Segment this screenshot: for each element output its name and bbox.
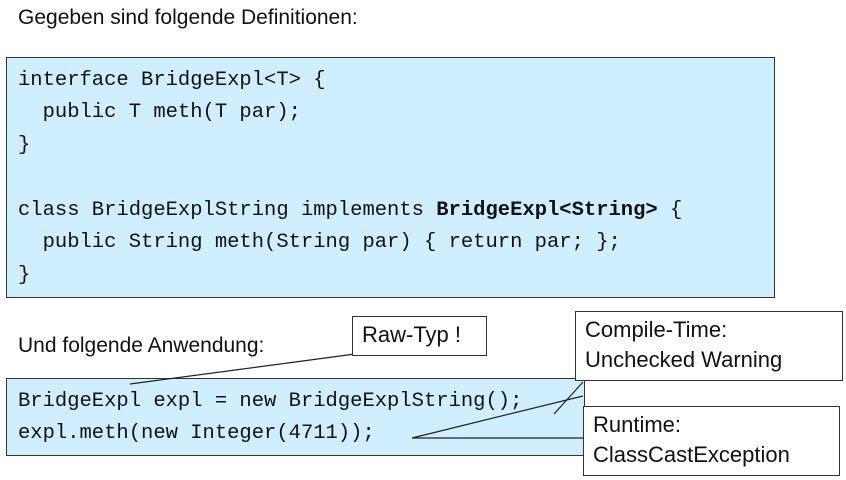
callout-text: Raw-Typ ! <box>362 322 462 347</box>
code-line: } <box>18 134 31 157</box>
callout-title: Runtime: <box>593 412 682 437</box>
raw-type-callout: Raw-Typ ! <box>352 316 487 356</box>
usage-code-block: BridgeExpl expl = new BridgeExplString()… <box>6 378 585 456</box>
runtime-callout: Runtime: ClassCastException <box>583 406 840 476</box>
usage-heading: Und folgende Anwendung: <box>18 334 265 357</box>
intro-heading: Gegeben sind folgende Definitionen: <box>18 6 358 29</box>
code-line: class BridgeExplString implements Bridge… <box>18 198 682 224</box>
code-text: class BridgeExplString implements <box>18 199 437 222</box>
code-text: { <box>657 199 683 222</box>
callout-text: ClassCastException <box>593 442 790 467</box>
code-line: BridgeExpl expl = new BridgeExplString()… <box>18 390 523 413</box>
callout-text: Unchecked Warning <box>585 347 783 372</box>
code-line: public String meth(String par) { return … <box>18 231 621 254</box>
code-line: interface BridgeExpl<T> { <box>18 69 326 92</box>
code-line: expl.meth(new Integer(4711)); <box>18 422 375 445</box>
code-text-bold: BridgeExpl<String> <box>436 199 658 222</box>
callout-title: Compile-Time: <box>585 317 728 342</box>
code-line: } <box>18 264 31 287</box>
code-line: public T meth(T par); <box>18 101 301 124</box>
compile-time-callout: Compile-Time: Unchecked Warning <box>575 311 843 381</box>
definitions-code-block: interface BridgeExpl<T> { public T meth(… <box>6 57 775 298</box>
